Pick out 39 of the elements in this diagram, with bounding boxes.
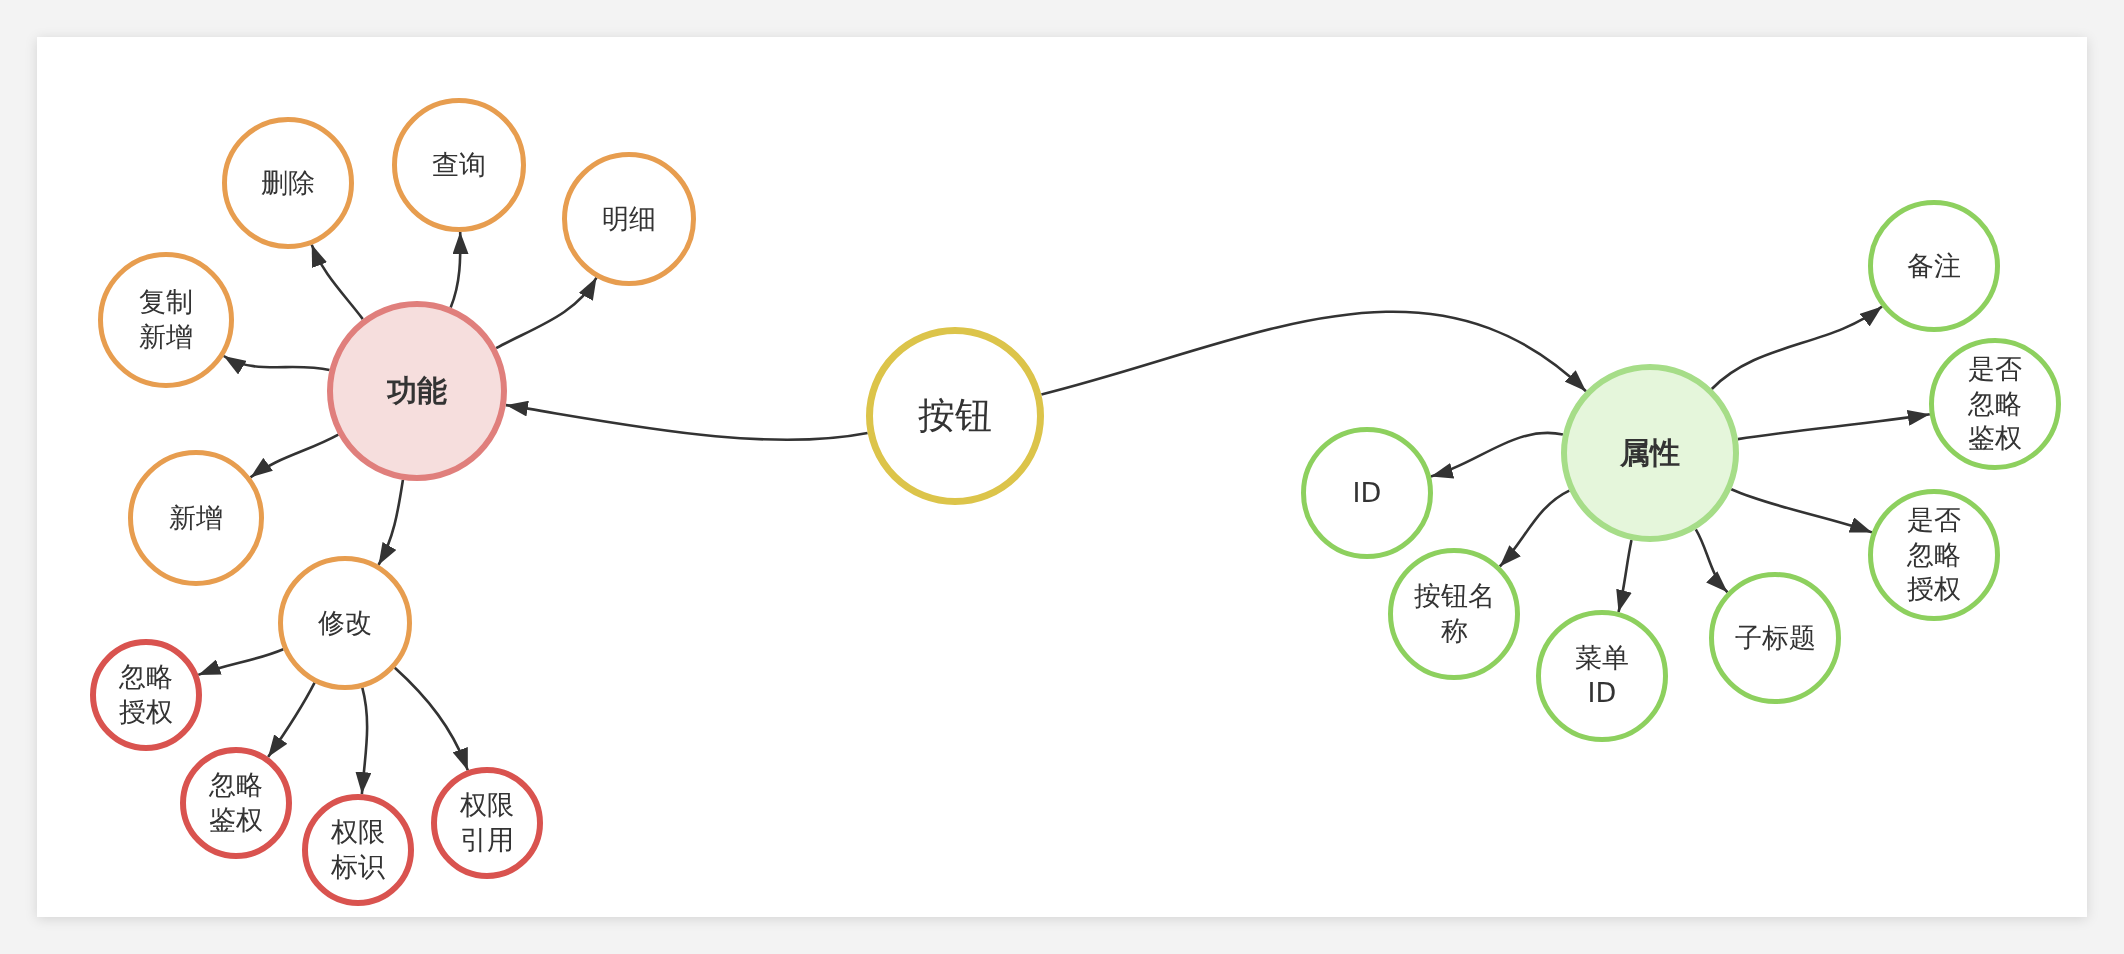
topic-label: 子标题 xyxy=(1734,620,1816,655)
topic-label: 查询 xyxy=(432,147,486,182)
arrow xyxy=(1615,539,1633,613)
topic-label: 是否忽略鉴权 xyxy=(1967,352,2023,456)
arrow xyxy=(1498,489,1570,568)
arrow xyxy=(393,666,469,771)
arrow xyxy=(1694,528,1729,594)
topic-label: 权限标识 xyxy=(330,815,386,884)
topic-label: 忽略鉴权 xyxy=(208,768,264,837)
arrow xyxy=(1730,488,1873,534)
arrow xyxy=(249,433,339,479)
arrow xyxy=(449,232,469,309)
topic-label: 权限引用 xyxy=(459,788,515,857)
arrow xyxy=(310,244,364,320)
arrow xyxy=(1710,305,1883,390)
arrow xyxy=(223,354,330,374)
topic-label: 按钮 xyxy=(918,393,992,440)
topic-label: 忽略授权 xyxy=(118,660,174,729)
topic-label: 复制新增 xyxy=(138,285,194,354)
arrow xyxy=(197,648,284,677)
arrow xyxy=(267,682,316,758)
arrow xyxy=(1041,310,1587,396)
arrow xyxy=(1737,409,1930,441)
arrow xyxy=(355,687,372,795)
topic-label: 明细 xyxy=(602,201,656,236)
arrow xyxy=(505,400,868,442)
topic-label: 备注 xyxy=(1907,248,1961,283)
arrow xyxy=(1430,431,1564,478)
topic-label: 按钮名称 xyxy=(1412,579,1496,648)
topic-label: 属性 xyxy=(1620,433,1680,472)
topic-label: 是否忽略授权 xyxy=(1906,503,1962,607)
topic-label: 删除 xyxy=(261,165,315,200)
arrow xyxy=(495,276,598,350)
topic-label: 修改 xyxy=(318,605,372,640)
topic-label: 菜单ID xyxy=(1574,641,1630,710)
topic-label: 功能 xyxy=(387,371,447,410)
arrow xyxy=(377,479,405,566)
topic-label: ID xyxy=(1352,475,1382,510)
topic-label: 新增 xyxy=(169,500,223,535)
